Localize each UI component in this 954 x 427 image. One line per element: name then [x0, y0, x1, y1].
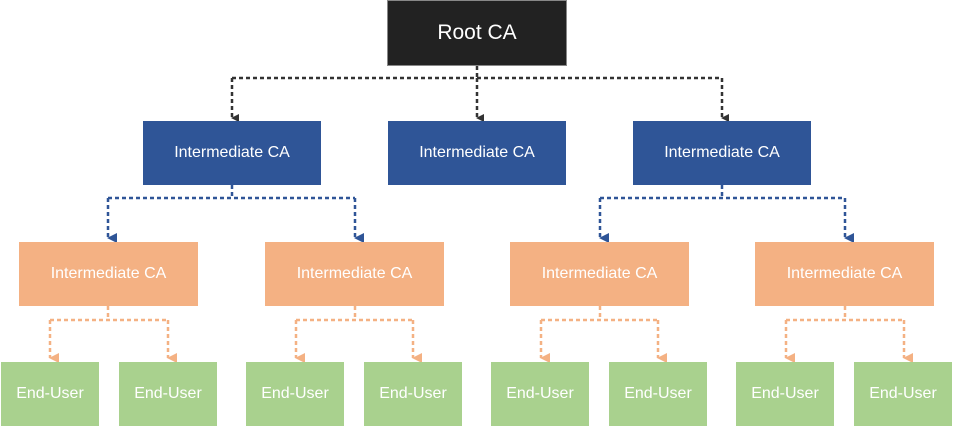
end-user-node: End-User	[246, 362, 344, 426]
intermediate-ca-label: Intermediate CA	[541, 265, 658, 282]
end-user-label: End-User	[506, 385, 574, 402]
intermediate-ca-level2-node: Intermediate CA	[19, 242, 198, 306]
end-user-node: End-User	[736, 362, 834, 426]
root-connectors	[230, 66, 729, 122]
intermediate-ca-level1-node: Intermediate CA	[633, 121, 811, 185]
end-user-node: End-User	[491, 362, 589, 426]
end-user-label: End-User	[261, 385, 329, 402]
intermediate-ca-level1-node: Intermediate CA	[143, 121, 321, 185]
intermediate-ca-level2-node: Intermediate CA	[265, 242, 444, 306]
root-ca-node: Root CA	[387, 0, 567, 66]
intermediate-ca-level2-node: Intermediate CA	[510, 242, 689, 306]
level2-connectors	[48, 306, 913, 363]
intermediate-ca-label: Intermediate CA	[786, 265, 903, 282]
end-user-node: End-User	[364, 362, 462, 426]
intermediate-ca-level1-node: Intermediate CA	[388, 121, 566, 185]
end-user-label: End-User	[16, 385, 84, 402]
intermediate-ca-label: Intermediate CA	[174, 144, 290, 161]
root-ca-label: Root CA	[437, 21, 517, 44]
intermediate-ca-level2-node: Intermediate CA	[755, 242, 934, 306]
intermediate-ca-label: Intermediate CA	[664, 144, 780, 161]
end-user-label: End-User	[751, 385, 819, 402]
intermediate-ca-label: Intermediate CA	[296, 265, 413, 282]
end-user-label: End-User	[624, 385, 692, 402]
end-user-label: End-User	[134, 385, 202, 402]
end-user-label: End-User	[379, 385, 447, 402]
end-user-node: End-User	[119, 362, 217, 426]
intermediate-ca-label: Intermediate CA	[50, 265, 167, 282]
end-user-node: End-User	[609, 362, 707, 426]
intermediate-ca-label: Intermediate CA	[419, 144, 535, 161]
level1-connectors	[106, 185, 854, 243]
end-user-node: End-User	[1, 362, 99, 426]
end-user-label: End-User	[869, 385, 937, 402]
end-user-node: End-User	[854, 362, 952, 426]
